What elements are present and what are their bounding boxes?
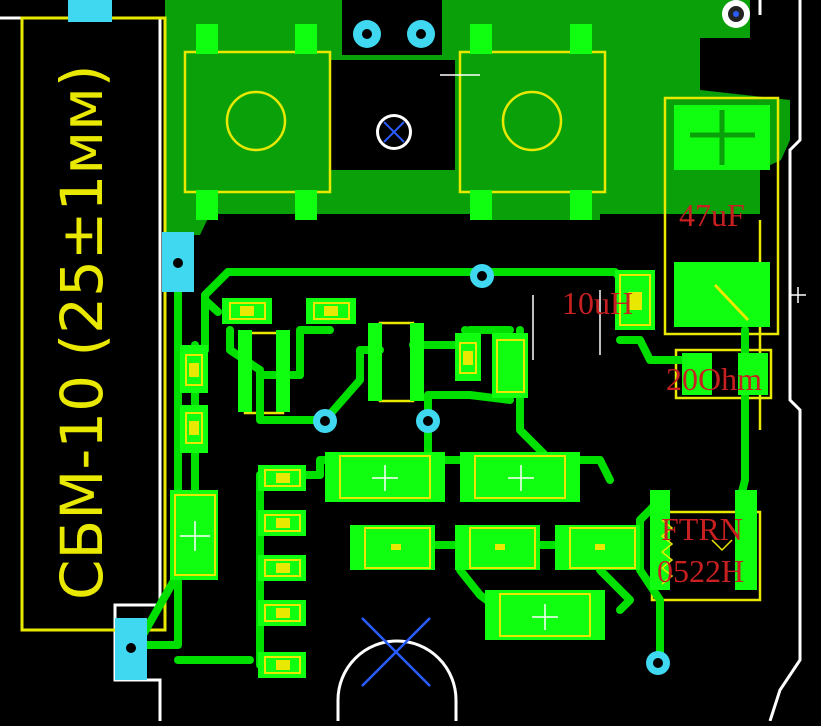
resistor-20ohm-label: 20Ohm (666, 361, 762, 397)
vias (313, 0, 750, 675)
cap-mark (713, 283, 750, 322)
ftrn-zigzag (660, 519, 674, 585)
ftrn-corner (711, 539, 733, 552)
polarity-marks (180, 74, 806, 630)
smd-bodies (174, 274, 651, 674)
ic-pins (276, 330, 290, 412)
mounting-hole-small (376, 114, 412, 150)
contact-hole (126, 643, 136, 653)
mounting-hole-large (361, 617, 431, 687)
copper-pour-top (165, 0, 790, 235)
button-right-circle (501, 90, 563, 152)
ic-pins (410, 323, 424, 401)
cap-47uf-label: 47uF (679, 197, 745, 233)
button-right-outline (458, 50, 607, 194)
button-left-outline (183, 50, 332, 194)
contact-hole (173, 258, 183, 268)
pad (196, 190, 218, 220)
battery-tab (68, 0, 112, 22)
ftrn-label-line2: 0522H (657, 553, 744, 589)
pad (570, 24, 592, 54)
via (470, 264, 494, 288)
pad (470, 190, 492, 220)
via (416, 409, 440, 433)
resistor-20ohm-outline (674, 348, 773, 400)
resistor-pad (738, 353, 768, 395)
cap-plus-marks (690, 110, 755, 165)
resistor-marks (189, 292, 642, 670)
cap-pad (460, 452, 580, 502)
pad (470, 24, 492, 54)
silkscreen-outlines (20, 16, 780, 632)
pad (570, 190, 592, 220)
inductor-10uh-label: 10uH (562, 285, 633, 321)
pad (196, 24, 218, 54)
pad (295, 190, 317, 220)
via (646, 651, 670, 675)
cap-47uf-outline (663, 96, 780, 336)
ftrn-pins (735, 490, 757, 590)
ftrn-label-line1: FTRN (661, 511, 743, 547)
ic-pins (368, 323, 382, 401)
via (407, 20, 435, 48)
pour-cutout-corner (750, 0, 790, 40)
pad (295, 24, 317, 54)
ic-pins (238, 330, 252, 412)
via (722, 0, 750, 28)
via (313, 409, 337, 433)
via (353, 20, 381, 48)
battery-label: СБМ-10 (25±1мм) (48, 64, 116, 600)
resistor-pad (682, 353, 712, 395)
button-left-circle (225, 90, 287, 152)
cap-left-pad (170, 490, 218, 580)
